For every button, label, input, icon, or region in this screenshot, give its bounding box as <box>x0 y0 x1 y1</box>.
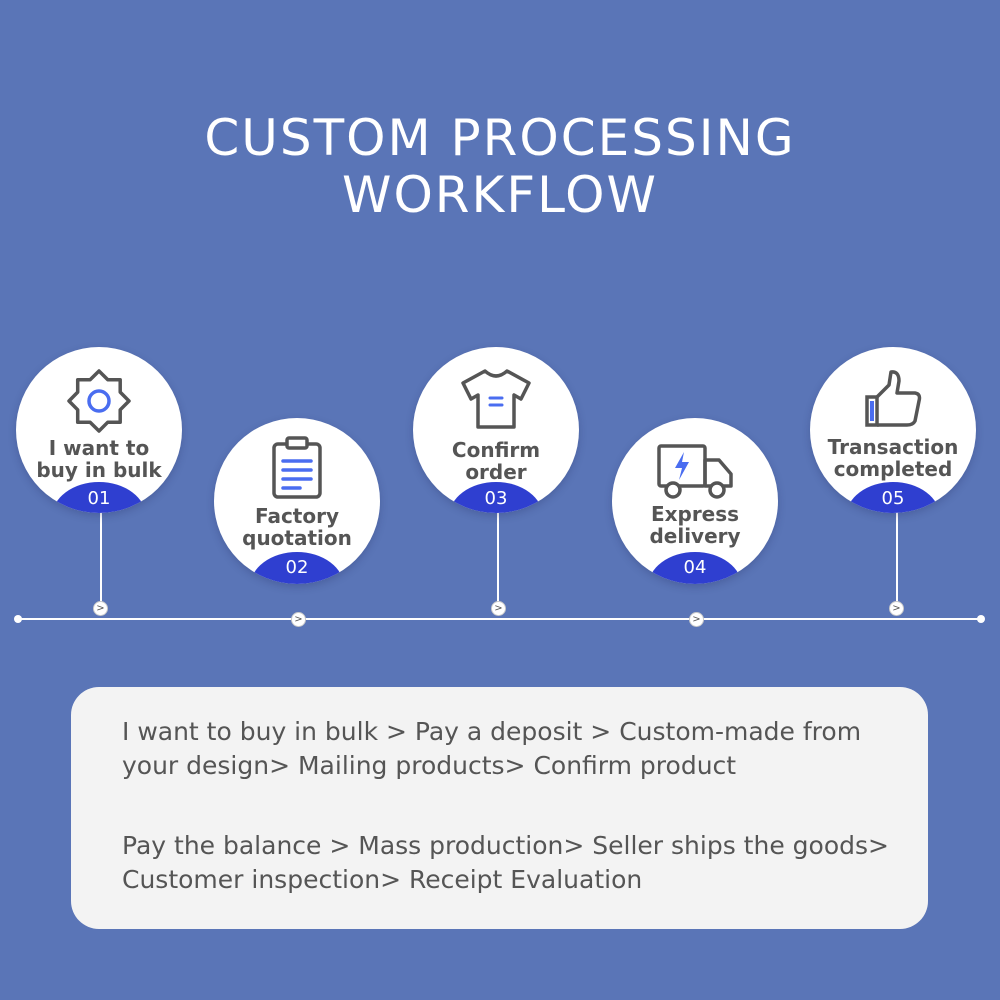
timeline-line <box>18 618 981 620</box>
step-05-number: 05 <box>881 488 905 509</box>
tshirt-icon <box>459 367 533 436</box>
timeline-end-dot <box>977 615 985 623</box>
title-line-1: CUSTOM PROCESSING <box>204 109 796 167</box>
title-line-2: WORKFLOW <box>342 166 658 224</box>
timeline-marker-01: > <box>93 601 108 616</box>
connector-03 <box>497 512 499 608</box>
step-02-circle: Factory quotation 02 <box>214 418 380 584</box>
delivery-truck-icon <box>655 442 735 507</box>
description-panel: I want to buy in bulk > Pay a deposit > … <box>71 687 928 929</box>
step-03-number: 03 <box>484 488 508 509</box>
step-02-label: Factory quotation <box>242 504 352 550</box>
step-03-circle: Confirm order 03 <box>413 347 579 513</box>
step-01-circle: I want to buy in bulk 01 <box>16 347 182 513</box>
timeline-marker-05: > <box>889 601 904 616</box>
clipboard-icon <box>270 436 324 505</box>
step-01-number: 01 <box>87 488 111 509</box>
connector-01 <box>100 512 102 608</box>
description-paragraph-1: I want to buy in bulk > Pay a deposit > … <box>122 717 862 780</box>
step-01-label: I want to buy in bulk <box>36 436 162 482</box>
page-title: CUSTOM PROCESSING WORKFLOW <box>0 110 1000 224</box>
step-05-circle: Transaction completed 05 <box>810 347 976 513</box>
step-04-label: Express delivery <box>649 502 741 548</box>
step-04-circle: Express delivery 04 <box>612 418 778 584</box>
step-02-number: 02 <box>285 557 309 578</box>
step-04-number: 04 <box>683 557 707 578</box>
timeline-marker-03: > <box>491 601 506 616</box>
thumbs-up-icon <box>861 367 925 436</box>
timeline-marker-02: > <box>291 612 306 627</box>
timeline-start-dot <box>14 615 22 623</box>
gear-icon <box>66 368 132 439</box>
description-paragraph-2: Pay the balance > Mass production> Selle… <box>122 831 889 894</box>
connector-05 <box>896 512 898 608</box>
step-03-label: Confirm order <box>451 438 541 484</box>
step-05-label: Transaction completed <box>827 435 959 481</box>
timeline-marker-04: > <box>689 612 704 627</box>
